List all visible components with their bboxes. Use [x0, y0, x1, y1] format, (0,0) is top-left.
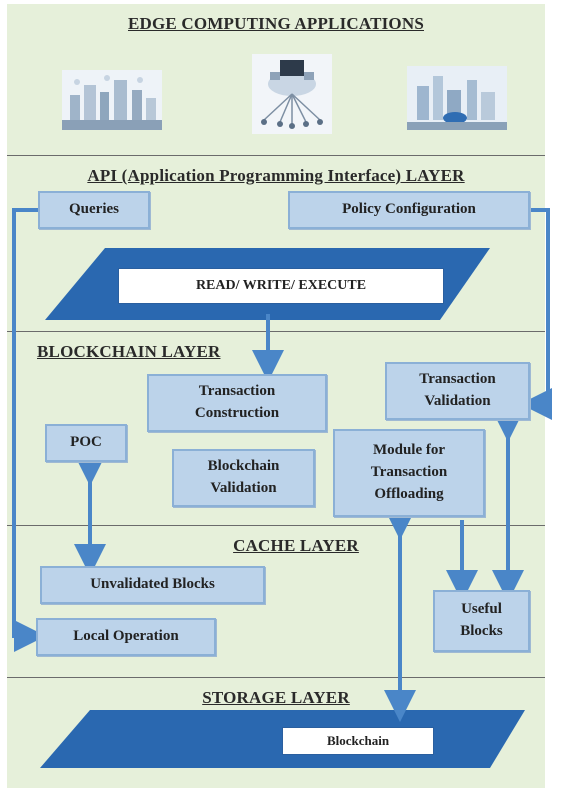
cache-layer-title: CACHE LAYER: [233, 536, 359, 555]
queries-label: Queries: [69, 201, 119, 218]
useful-blocks-line-2: Blocks: [460, 623, 503, 639]
poc-box: POC: [45, 424, 127, 462]
poc-label: POC: [70, 434, 102, 451]
storage-layer-title: STORAGE LAYER: [202, 688, 350, 707]
useful-blocks-line-1: Useful: [461, 601, 502, 618]
network-icon: [252, 54, 332, 134]
transaction-validation-line-2: Validation: [424, 393, 491, 409]
city-icon: [62, 70, 162, 130]
local-operation-label: Local Operation: [73, 628, 179, 645]
offloading-line-1: Module for: [372, 442, 446, 459]
transaction-offloading-box: Module for Transaction Offloading: [333, 429, 485, 517]
policy-to-validation-arrow: [520, 208, 552, 420]
read-write-execute-box: READ/ WRITE/ EXECUTE: [118, 268, 444, 304]
blockchain-storage-box: Blockchain: [282, 727, 434, 755]
transaction-construction-line-2: Construction: [194, 405, 280, 421]
unvalidated-blocks-label: Unvalidated Blocks: [90, 576, 215, 593]
smart-city-icon: [407, 66, 507, 130]
policy-configuration-box: Policy Configuration: [288, 191, 530, 229]
transaction-validation-line-1: Transaction: [419, 371, 496, 388]
unvalidated-blocks-box: Unvalidated Blocks: [40, 566, 265, 604]
useful-blocks-box: Useful Blocks: [433, 590, 530, 652]
blockchain-validation-box: Blockchain Validation: [172, 449, 315, 507]
blockchain-storage-label: Blockchain: [326, 733, 390, 748]
blockchain-validation-line-2: Validation: [210, 480, 277, 496]
local-operation-box: Local Operation: [36, 618, 216, 656]
apps-layer-title: EDGE COMPUTING APPLICATIONS: [127, 14, 424, 33]
policy-configuration-label: Policy Configuration: [342, 201, 476, 218]
blockchain-layer-title: BLOCKCHAIN LAYER: [37, 342, 221, 361]
read-write-execute-label: READ/ WRITE/ EXECUTE: [195, 278, 367, 293]
offloading-line-3: Offloading: [374, 485, 444, 502]
transaction-validation-box: Transaction Validation: [385, 362, 530, 420]
blockchain-validation-line-1: Blockchain: [207, 458, 280, 475]
queries-to-local-operation-arrow: [12, 208, 46, 652]
apps-layer: EDGE COMPUTING APPLICATIONS: [7, 4, 545, 156]
transaction-construction-line-1: Transaction: [198, 383, 276, 400]
api-layer-title: API (Application Programming Interface) …: [87, 166, 465, 185]
offloading-line-2: Transaction: [370, 464, 448, 481]
queries-box: Queries: [38, 191, 150, 229]
transaction-construction-box: Transaction Construction: [147, 374, 327, 432]
